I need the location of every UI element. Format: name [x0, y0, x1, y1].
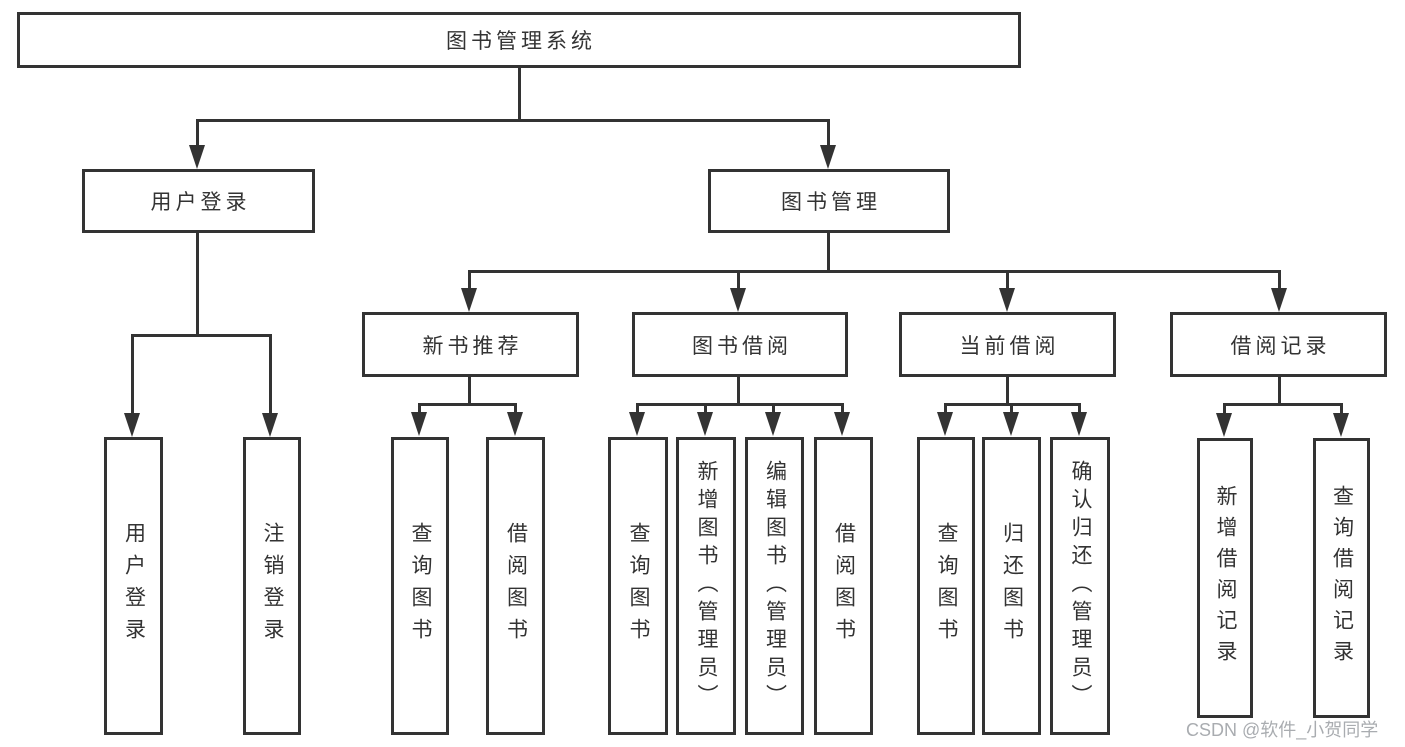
connector-shaft	[418, 403, 421, 415]
connector-trunk	[468, 377, 471, 406]
connector-shaft	[704, 403, 707, 415]
node-current-borrowing: 当前借阅	[899, 312, 1116, 377]
connector-root-bar	[196, 119, 830, 122]
connector-shaft	[1340, 403, 1343, 416]
leaf-add-borrow-record: 新增借阅记录	[1197, 438, 1253, 718]
connector-trunk	[1278, 377, 1281, 406]
node-new-book-recommend: 新书推荐	[362, 312, 579, 377]
node-user-login: 用户登录	[82, 169, 315, 233]
node-label: 查询图书	[935, 522, 958, 650]
connector-bar	[418, 403, 517, 406]
arrow-down-icon	[820, 145, 836, 169]
node-label: 新书推荐	[422, 334, 523, 358]
connector-shaft	[772, 403, 775, 415]
node-label: 当前借阅	[959, 334, 1060, 358]
leaf-edit-book-admin: 编辑图书（管理员）	[745, 437, 804, 735]
arrow-down-icon	[461, 288, 477, 312]
node-label: 图书管理	[781, 191, 881, 214]
arrow-down-icon	[507, 412, 523, 436]
leaf-query-books-current: 查询图书	[917, 437, 975, 735]
arrow-down-icon	[124, 413, 140, 437]
connector-shaft	[1278, 270, 1281, 292]
arrow-down-icon	[697, 412, 713, 436]
node-label: 用户登录	[150, 191, 251, 214]
leaf-logout: 注销登录	[243, 437, 301, 735]
arrow-down-icon	[765, 412, 781, 436]
connector-bar	[636, 403, 844, 406]
leaf-confirm-return-admin: 确认归还（管理员）	[1050, 437, 1110, 735]
leaf-query-books-borrowing: 查询图书	[608, 437, 668, 735]
connector-bar	[468, 270, 1281, 273]
arrow-down-icon	[1333, 413, 1349, 437]
arrow-down-icon	[1271, 288, 1287, 312]
connector-trunk	[1006, 377, 1009, 406]
node-label: 借阅图书	[504, 522, 528, 650]
connector-shaft	[944, 403, 947, 415]
leaf-borrow-books-borrowing: 借阅图书	[814, 437, 873, 735]
connector-shaft	[196, 119, 199, 149]
connector-shaft	[737, 270, 740, 292]
node-label: 图书管理系统	[446, 30, 596, 53]
arrow-down-icon	[730, 288, 746, 312]
arrow-down-icon	[1216, 413, 1232, 437]
node-label: 新增图书（管理员）	[695, 460, 718, 712]
connector-trunk	[827, 233, 830, 273]
node-label: 归还图书	[1000, 522, 1024, 650]
connector-shaft	[269, 334, 272, 416]
node-label: 借阅图书	[832, 522, 856, 650]
node-label: 编辑图书（管理员）	[763, 460, 787, 712]
leaf-return-books: 归还图书	[982, 437, 1041, 735]
arrow-down-icon	[834, 412, 850, 436]
arrow-down-icon	[1003, 412, 1019, 436]
leaf-query-borrow-record: 查询借阅记录	[1313, 438, 1370, 718]
arrow-down-icon	[411, 412, 427, 436]
node-label: 查询借阅记录	[1330, 485, 1354, 671]
connector-root-trunk	[518, 68, 521, 122]
connector-shaft	[1078, 403, 1081, 415]
connector-shaft	[1006, 270, 1009, 292]
connector-trunk	[196, 233, 199, 336]
node-label: 注销登录	[261, 522, 284, 650]
csdn-watermark: CSDN @软件_小贺同学	[1186, 720, 1379, 740]
node-borrow-records: 借阅记录	[1170, 312, 1387, 377]
node-label: 用户登录	[122, 522, 146, 650]
connector-shaft	[514, 403, 517, 415]
arrow-down-icon	[999, 288, 1015, 312]
connector-bar	[131, 334, 272, 337]
connector-shaft	[1223, 403, 1226, 416]
connector-bar	[1223, 403, 1343, 406]
connector-shaft	[468, 270, 471, 292]
arrow-down-icon	[629, 412, 645, 436]
leaf-query-books-recommend: 查询图书	[391, 437, 449, 735]
connector-shaft	[841, 403, 844, 415]
node-label: 新增借阅记录	[1214, 485, 1237, 671]
connector-shaft	[1010, 403, 1013, 415]
leaf-add-book-admin: 新增图书（管理员）	[676, 437, 736, 735]
arrow-down-icon	[1071, 412, 1087, 436]
arrow-down-icon	[937, 412, 953, 436]
connector-shaft	[827, 119, 830, 149]
leaf-borrow-books-recommend: 借阅图书	[486, 437, 545, 735]
node-book-management: 图书管理	[708, 169, 950, 233]
node-root-system: 图书管理系统	[17, 12, 1021, 68]
arrow-down-icon	[189, 145, 205, 169]
connector-shaft	[131, 334, 134, 416]
leaf-user-login: 用户登录	[104, 437, 163, 735]
node-label: 查询图书	[627, 522, 650, 650]
node-label: 图书借阅	[692, 334, 792, 358]
arrow-down-icon	[262, 413, 278, 437]
node-label: 查询图书	[409, 522, 432, 650]
node-book-borrowing: 图书借阅	[632, 312, 848, 377]
node-label: 确认归还（管理员）	[1069, 460, 1092, 712]
node-label: 借阅记录	[1230, 334, 1331, 358]
connector-trunk	[737, 377, 740, 406]
connector-shaft	[636, 403, 639, 415]
